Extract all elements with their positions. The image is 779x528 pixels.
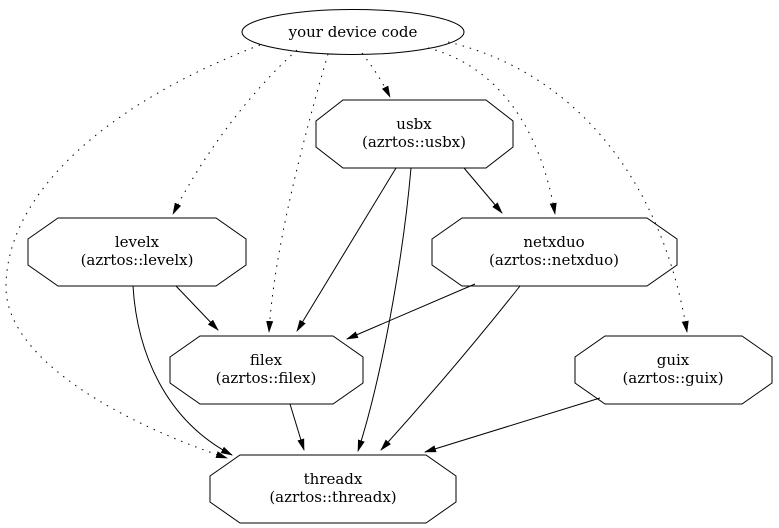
levelx-sublabel: (azrtos::levelx) [81,251,194,269]
filex-octagon [169,335,364,405]
levelx-label: levelx [115,233,160,251]
device-code-label: your device code [288,23,418,41]
edge-device-levelx [172,49,298,215]
device-code-ellipse [241,9,465,55]
edge-device-guix [447,41,689,333]
edge-filex-threadx [289,403,305,451]
netxduo-sublabel: (azrtos::netxduo) [489,251,619,269]
filex-sublabel: (azrtos::filex) [216,369,317,387]
edge-netxduo-filex [346,283,476,340]
guix-octagon [574,335,773,405]
edge-levelx-threadx [132,285,233,456]
guix-label: guix [657,351,690,369]
node-levelx: levelx (azrtos::levelx) [27,217,247,287]
edge-guix-threadx [424,397,601,453]
usbx-sublabel: (azrtos::usbx) [362,133,466,151]
threadx-label: threadx [304,470,363,488]
edge-device-filex [266,53,329,333]
node-threadx: threadx (azrtos::threadx) [209,454,457,524]
filex-label: filex [250,351,283,369]
node-device-code: your device code [241,9,465,55]
threadx-sublabel: (azrtos::threadx) [269,488,396,506]
edge-usbx-threadx [357,167,412,452]
netxduo-label: netxduo [523,233,584,251]
levelx-octagon [27,217,247,287]
usbx-label: usbx [396,115,432,133]
node-netxduo: netxduo (azrtos::netxduo) [431,217,678,287]
node-filex: filex (azrtos::filex) [169,335,364,405]
threadx-octagon [209,454,457,524]
edge-usbx-filex [296,167,397,332]
edge-device-netxduo [427,47,557,215]
node-usbx: usbx (azrtos::usbx) [315,99,514,169]
netxduo-octagon [431,217,678,287]
node-guix: guix (azrtos::guix) [574,335,773,405]
edge-netxduo-threadx [380,285,521,451]
edge-levelx-filex [175,285,219,331]
usbx-octagon [315,99,514,169]
guix-sublabel: (azrtos::guix) [622,369,723,387]
edge-device-usbx [361,52,391,98]
edge-usbx-netxduo [463,167,503,214]
